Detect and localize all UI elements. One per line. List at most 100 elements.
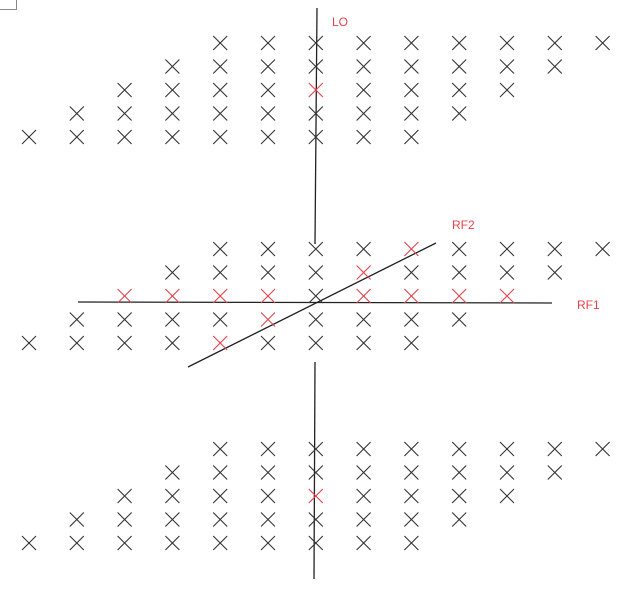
- rf2-label: RF2: [452, 218, 475, 232]
- cross-mark: [404, 35, 419, 51]
- cross-mark: [165, 106, 180, 121]
- cross-mark: [547, 241, 563, 257]
- highlighted-cross-mark: [212, 335, 228, 351]
- cross-mark: [21, 129, 37, 145]
- cross-mark: [260, 512, 276, 527]
- cross-mark: [499, 82, 515, 98]
- cross-mark: [356, 106, 371, 121]
- highlighted-cross-mark: [356, 265, 371, 280]
- cross-mark: [451, 35, 467, 51]
- cross-mark: [451, 441, 467, 457]
- cross-mark: [451, 488, 467, 504]
- cross-mark: [308, 335, 324, 351]
- highlighted-cross-mark: [260, 288, 276, 304]
- cross-mark: [165, 512, 180, 527]
- cross-mark: [212, 129, 228, 145]
- cross-mark: [69, 312, 85, 327]
- cross-mark: [260, 535, 276, 551]
- cross-mark: [547, 441, 563, 457]
- cross-mark: [499, 59, 515, 74]
- rf1-label: RF1: [577, 298, 600, 312]
- cross-mark: [260, 129, 276, 145]
- rf1-line: [77, 301, 553, 304]
- cross-mark: [308, 441, 324, 457]
- cross-mark: [260, 82, 276, 98]
- cross-mark: [117, 312, 132, 327]
- cross-mark: [356, 241, 371, 257]
- cross-mark: [451, 465, 467, 480]
- cross-mark: [212, 59, 228, 74]
- cross-mark: [117, 512, 132, 527]
- cross-mark: [547, 35, 563, 51]
- cross-mark: [595, 35, 610, 51]
- cross-mark: [260, 265, 276, 280]
- cross-mark: [404, 82, 419, 98]
- cross-mark: [165, 488, 180, 504]
- cross-mark: [260, 441, 276, 457]
- cross-mark: [308, 512, 324, 527]
- cross-mark: [499, 488, 515, 504]
- cross-mark: [308, 535, 324, 551]
- cross-mark: [356, 488, 371, 504]
- cross-mark: [356, 465, 371, 480]
- cross-mark: [308, 312, 324, 327]
- highlighted-cross-mark: [356, 288, 371, 304]
- cross-mark: [547, 265, 563, 280]
- cross-mark: [356, 512, 371, 527]
- cross-mark: [404, 265, 419, 280]
- cross-mark: [356, 441, 371, 457]
- cross-mark: [165, 465, 180, 480]
- lo-label: LO: [332, 15, 348, 29]
- cross-mark: [165, 265, 180, 280]
- cross-mark: [404, 465, 419, 480]
- cross-mark: [212, 265, 228, 280]
- cross-mark: [260, 59, 276, 74]
- highlighted-cross-mark: [404, 288, 419, 304]
- cross-mark: [21, 535, 37, 551]
- cross-mark: [499, 465, 515, 480]
- cross-mark: [69, 535, 85, 551]
- cross-mark: [356, 129, 371, 145]
- cross-mark: [404, 335, 419, 351]
- cross-mark: [547, 59, 563, 74]
- highlighted-cross-mark: [260, 312, 276, 327]
- cross-mark: [260, 35, 276, 51]
- cross-mark: [308, 129, 324, 145]
- cross-mark: [308, 59, 324, 74]
- cross-mark: [451, 241, 467, 257]
- cross-mark: [165, 129, 180, 145]
- cross-mark: [404, 129, 419, 145]
- cross-mark: [117, 488, 132, 504]
- cross-mark: [356, 535, 371, 551]
- highlighted-cross-mark: [212, 288, 228, 304]
- cross-mark: [404, 535, 419, 551]
- cross-mark: [356, 35, 371, 51]
- cross-mark: [212, 241, 228, 257]
- cross-mark: [404, 512, 419, 527]
- cross-mark: [165, 312, 180, 327]
- cross-mark: [451, 265, 467, 280]
- cross-mark: [356, 335, 371, 351]
- highlighted-cross-mark: [165, 288, 180, 304]
- highlighted-cross-mark: [404, 241, 419, 257]
- cross-mark: [212, 441, 228, 457]
- cross-mark: [117, 106, 132, 121]
- cross-mark: [499, 441, 515, 457]
- cross-mark: [308, 288, 324, 304]
- cross-mark: [117, 129, 132, 145]
- cross-mark: [212, 512, 228, 527]
- cross-mark: [404, 441, 419, 457]
- cross-mark: [356, 82, 371, 98]
- cross-mark: [212, 312, 228, 327]
- cross-mark: [308, 241, 324, 257]
- cross-mark: [117, 82, 132, 98]
- cross-mark: [117, 335, 132, 351]
- cross-mark: [69, 106, 85, 121]
- cross-mark: [212, 35, 228, 51]
- cross-mark: [165, 82, 180, 98]
- cross-mark: [21, 335, 37, 351]
- cross-mark: [260, 335, 276, 351]
- cross-mark: [404, 488, 419, 504]
- cross-mark: [308, 465, 324, 480]
